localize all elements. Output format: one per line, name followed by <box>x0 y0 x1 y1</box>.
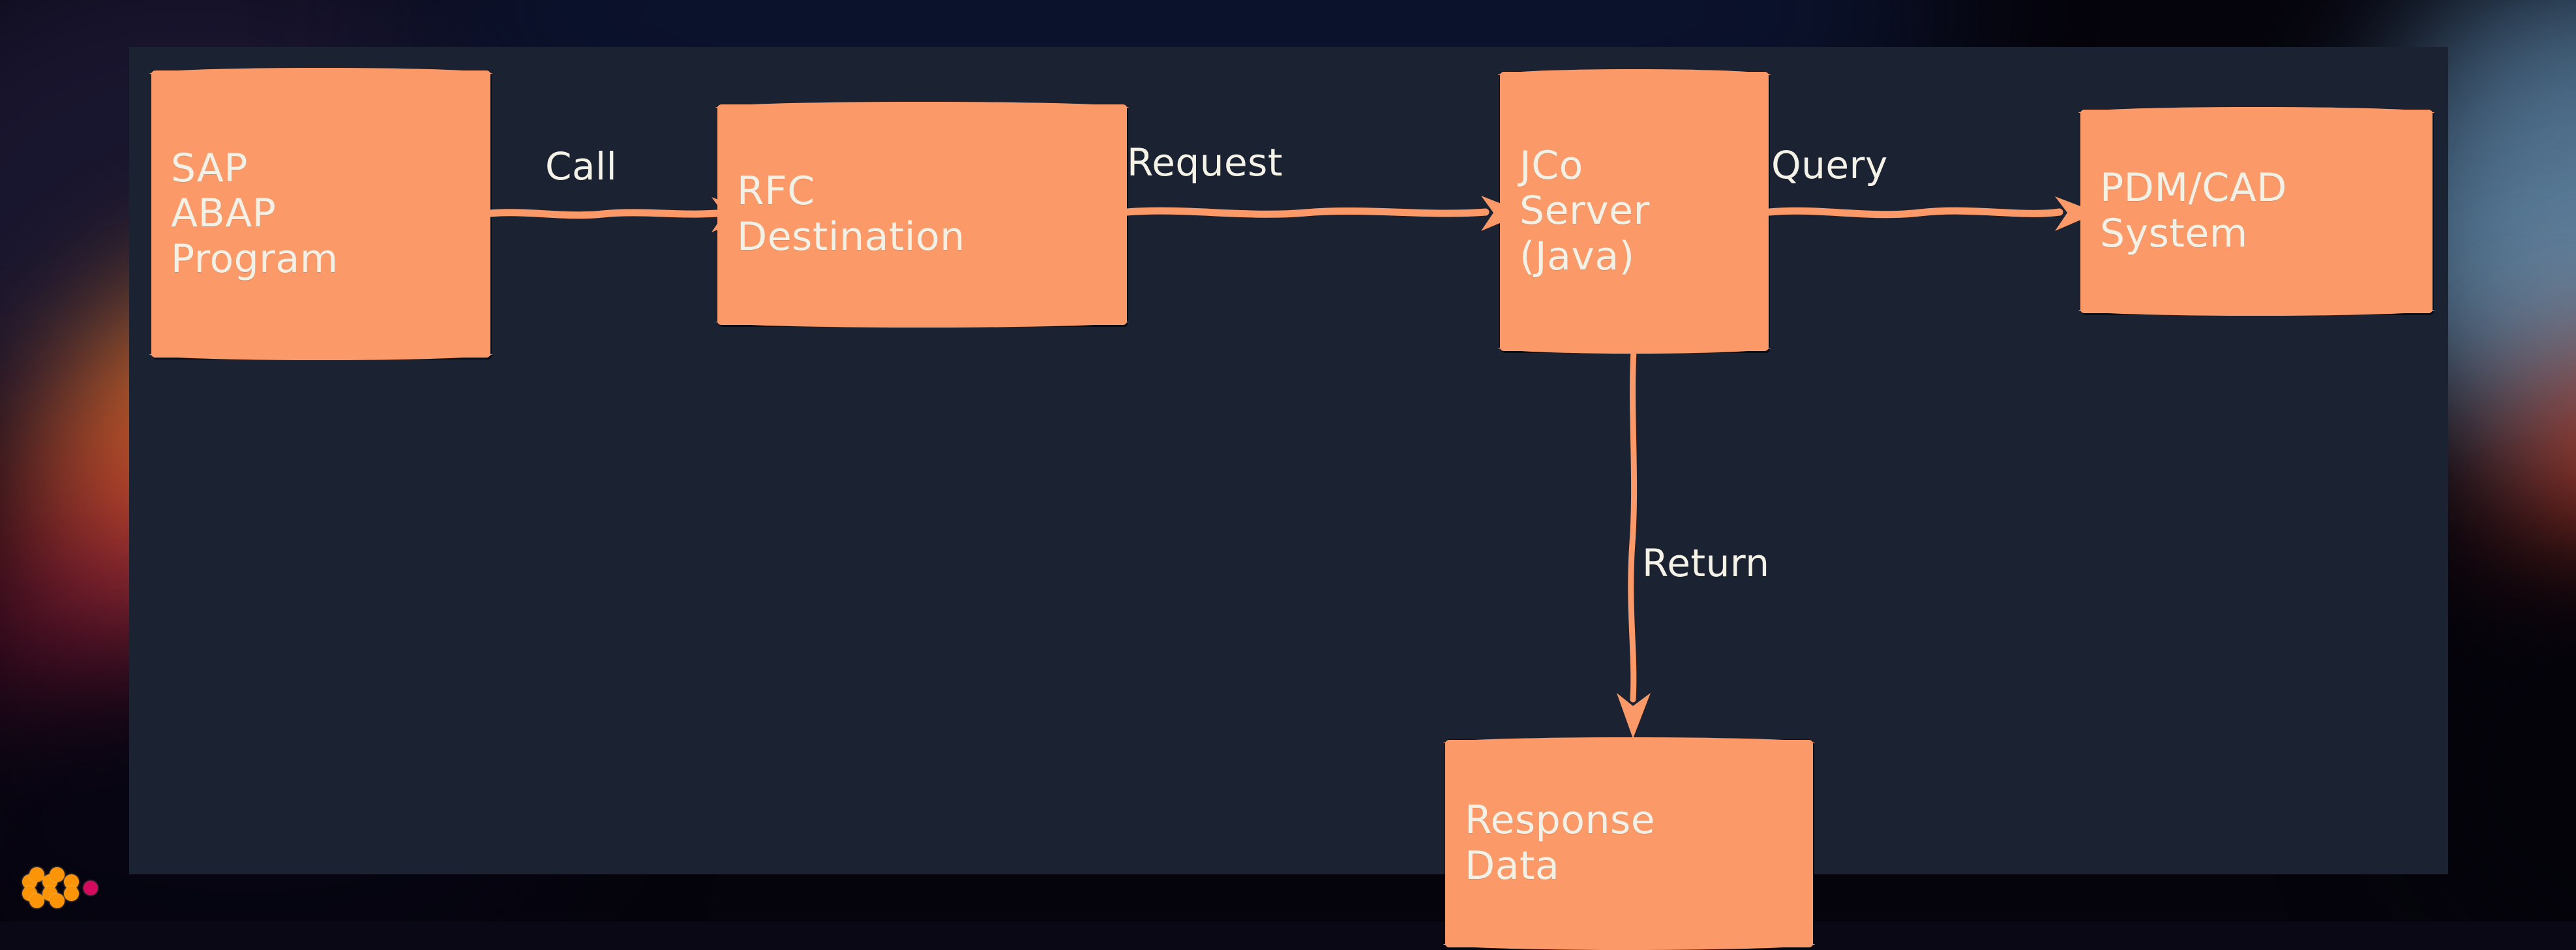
node-label: JCo Server (Java) <box>1520 142 1650 279</box>
connector-return <box>1617 348 1651 739</box>
connector-call <box>486 197 755 232</box>
logo-dot <box>64 874 79 889</box>
logo-dot <box>29 867 44 882</box>
node-pdm-cad-system[interactable]: PDM/CAD System <box>2078 107 2434 316</box>
node-rfc-destination[interactable]: RFC Destination <box>715 102 1129 328</box>
node-label: Response Data <box>1465 797 1656 889</box>
logo-dot <box>64 886 79 901</box>
node-surface <box>2078 107 2434 316</box>
logo-dot <box>50 893 65 908</box>
logo-dot <box>29 893 44 908</box>
edge-label-return: Return <box>1642 541 1770 585</box>
node-label: RFC Destination <box>737 168 965 260</box>
dot-cluster-logo <box>16 860 146 908</box>
connector-query <box>1765 196 2097 231</box>
diagram-canvas: SAP ABAP Program RFC Destination JCo Ser… <box>129 47 2448 950</box>
connector-request <box>1123 196 1525 231</box>
node-label: SAP ABAP Program <box>171 145 338 282</box>
node-surface <box>149 68 492 360</box>
edge-label-call: Call <box>545 144 618 189</box>
logo-dot <box>50 867 65 882</box>
edge-label-query: Query <box>1771 143 1888 187</box>
connector-layer <box>486 196 2097 739</box>
node-surface <box>715 102 1129 328</box>
logo-dot-accent <box>83 881 98 895</box>
node-jco-server[interactable]: JCo Server (Java) <box>1498 69 1771 354</box>
edge-label-request: Request <box>1127 140 1283 185</box>
node-sap-abap-program[interactable]: SAP ABAP Program <box>149 68 492 360</box>
node-label: PDM/CAD System <box>2100 165 2288 256</box>
